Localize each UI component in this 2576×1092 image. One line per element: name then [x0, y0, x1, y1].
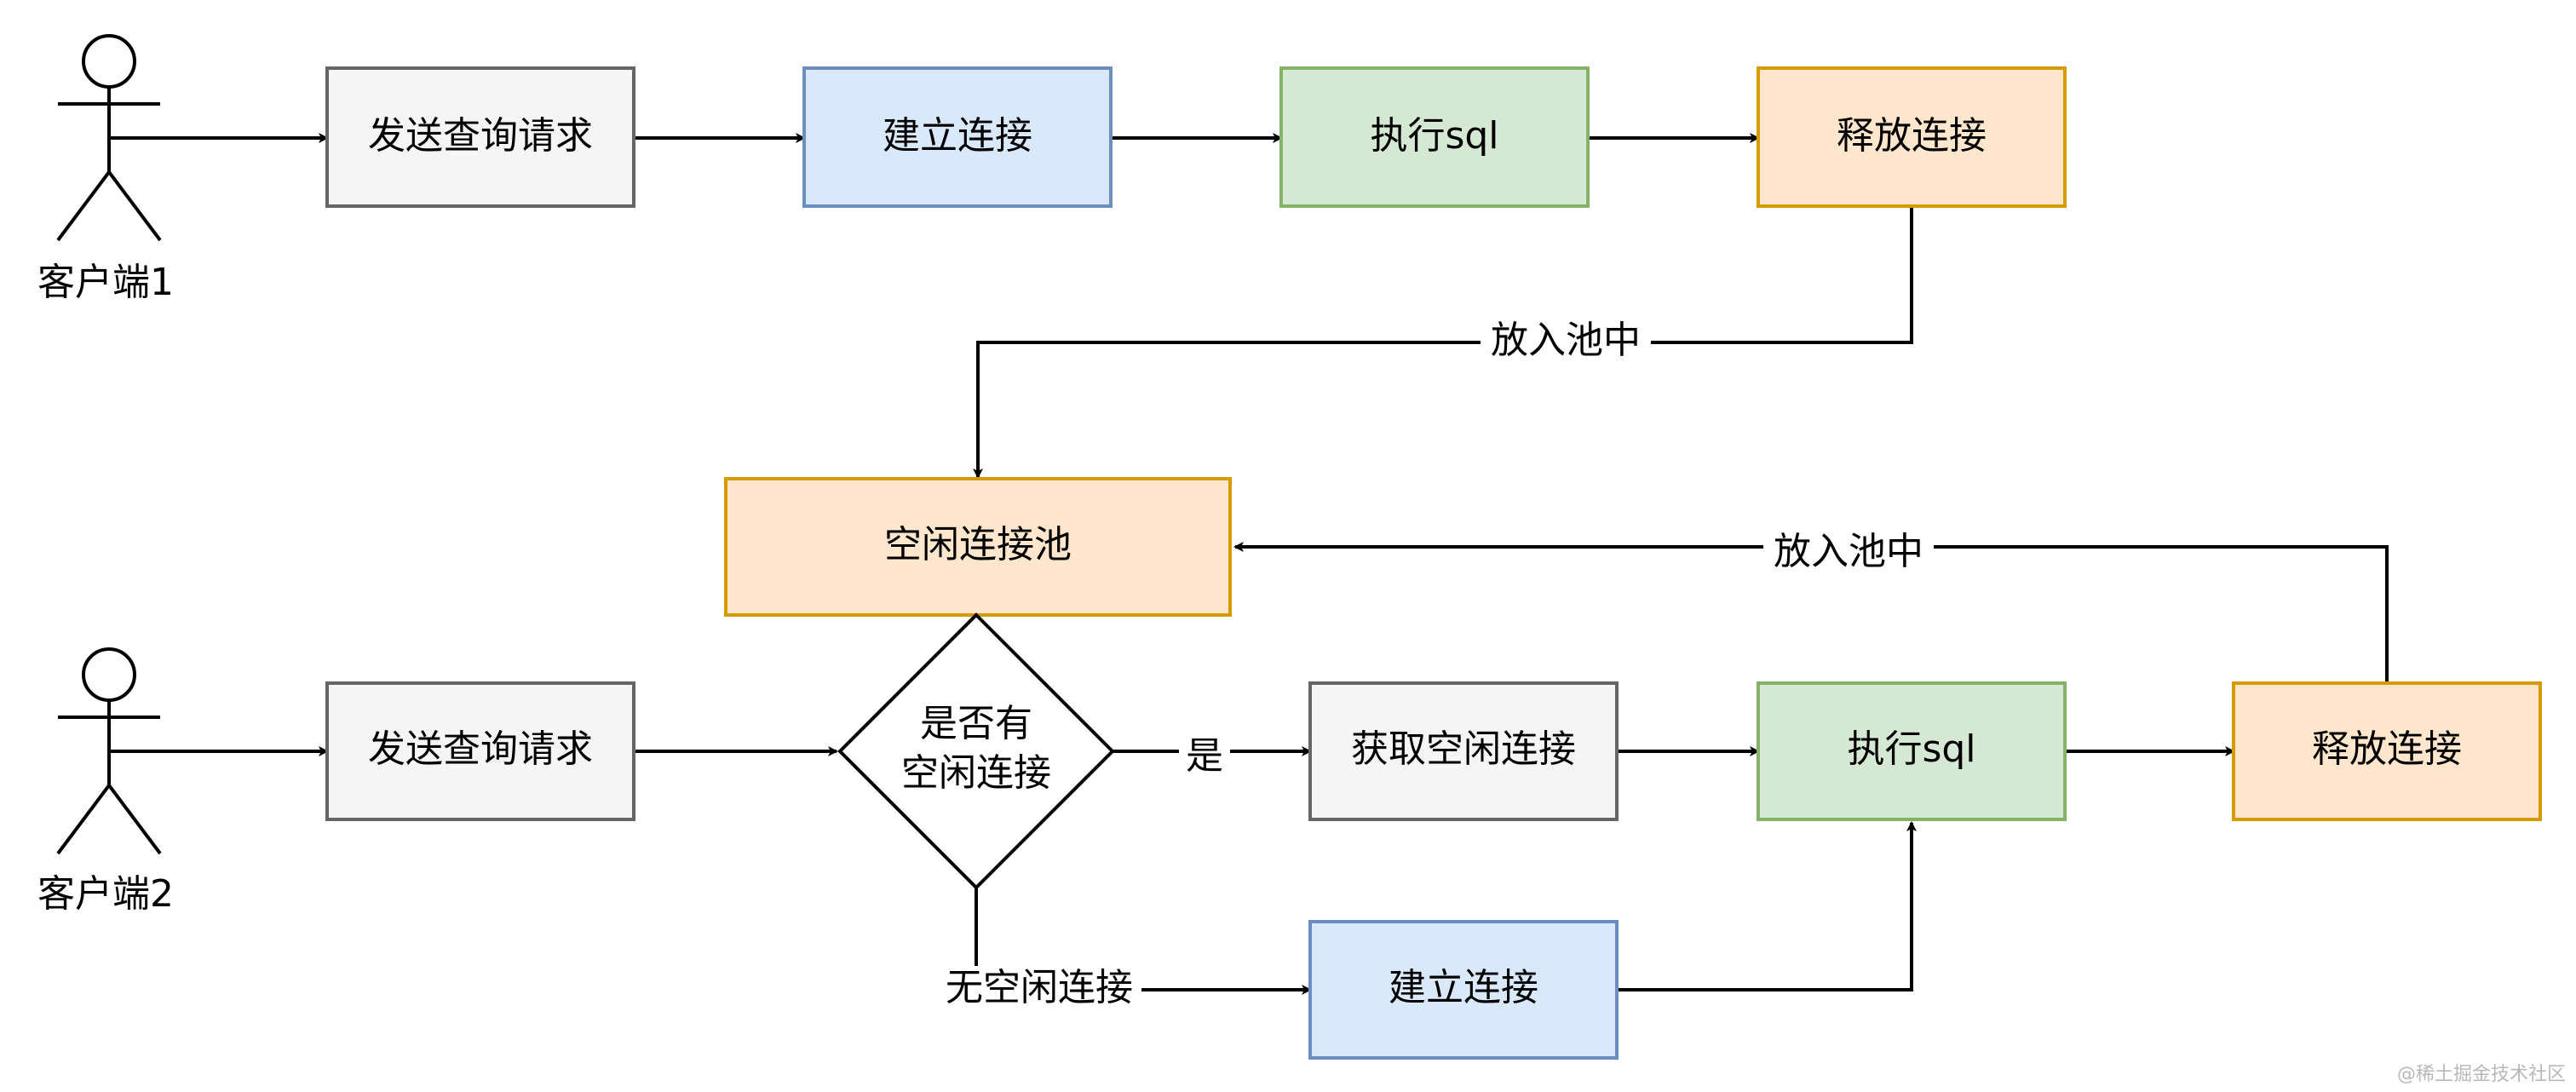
decision-label-line-1: 是否有	[920, 702, 1032, 745]
node-get-idle-connection: 获取空闲连接	[1308, 681, 1619, 821]
edge-label-put-in-pool-1: 放入池中	[1481, 319, 1651, 366]
node-label: 释放连接	[1837, 114, 1987, 158]
node-release-connection-2: 释放连接	[2232, 681, 2542, 821]
actor-label-client1: 客户端1	[37, 261, 174, 304]
edge-label-yes: 是	[1179, 731, 1230, 779]
node-label: 执行sql	[1370, 114, 1498, 158]
stick-figure-icon	[56, 34, 162, 242]
node-label: 建立连接	[1389, 966, 1538, 1009]
edges-row-1	[109, 133, 1913, 479]
node-label: 获取空闲连接	[1351, 727, 1576, 771]
watermark: @稀土掘金技术社区	[2397, 1064, 2566, 1085]
node-label: 发送查询请求	[368, 727, 593, 771]
node-execute-sql-2: 执行sql	[1757, 681, 2067, 821]
edge-label-put-in-pool-2: 放入池中	[1763, 523, 1934, 573]
edge-establish-2-to-execute	[1617, 821, 1917, 991]
stick-figure-icon	[56, 647, 162, 855]
node-send-query-1: 发送查询请求	[325, 66, 635, 208]
node-label: 建立连接	[883, 114, 1032, 158]
edge-label-text: 是	[1186, 734, 1223, 778]
node-release-connection-1: 释放连接	[1757, 66, 2067, 208]
edge-label-text: 放入池中	[1774, 530, 1923, 573]
node-establish-connection-2: 建立连接	[1308, 920, 1619, 1060]
edge-label-no-idle: 无空闲连接	[937, 966, 1141, 1014]
node-label: 执行sql	[1847, 727, 1975, 771]
edge-release-2-to-pool	[1233, 542, 2389, 683]
edge-release-to-pool	[973, 206, 1913, 479]
node-idle-connection-pool: 空闲连接池	[724, 477, 1232, 617]
node-execute-sql-1: 执行sql	[1279, 66, 1590, 208]
node-decision-has-idle-connection: 是否有 空闲连接	[837, 612, 1115, 890]
decision-label-line-2: 空闲连接	[901, 751, 1051, 795]
node-label: 空闲连接池	[884, 523, 1072, 566]
node-send-query-2: 发送查询请求	[325, 681, 635, 821]
node-label: 发送查询请求	[368, 114, 593, 158]
actor-label-client2: 客户端2	[37, 872, 174, 916]
edge-label-text: 无空闲连接	[946, 966, 1133, 1009]
node-establish-connection-1: 建立连接	[802, 66, 1113, 208]
actor-client1: 客户端1	[37, 34, 174, 304]
edge-label-text: 放入池中	[1491, 319, 1641, 362]
actor-client2: 客户端2	[37, 647, 174, 916]
node-label: 释放连接	[2312, 727, 2462, 771]
